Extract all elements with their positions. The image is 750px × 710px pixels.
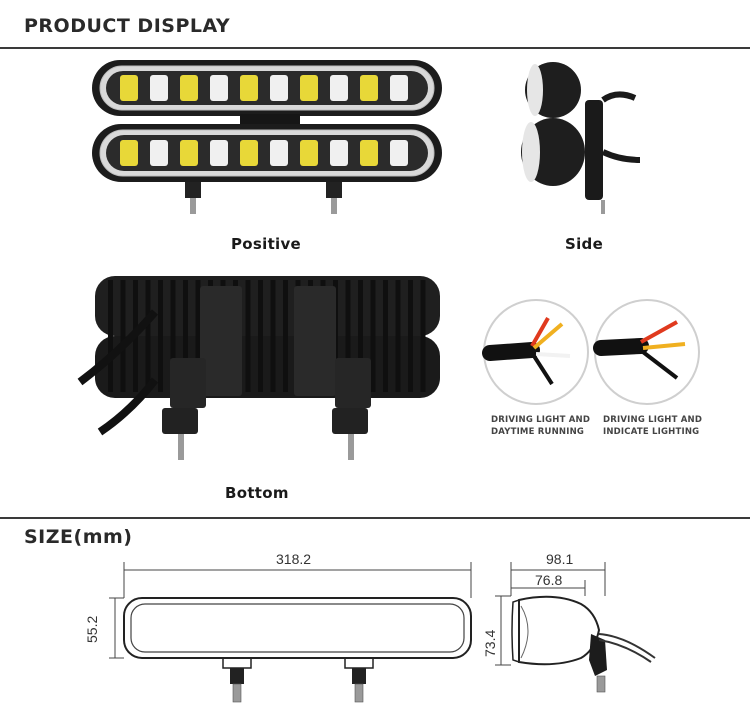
dimension-length: 318.2	[276, 551, 312, 567]
heat-sink-fin	[370, 280, 376, 392]
dimension-height: 55.2	[84, 615, 100, 643]
heat-sink-fin	[145, 280, 151, 392]
led-segment	[360, 140, 378, 166]
light-bar-bottom	[92, 124, 442, 182]
heat-sink-fin	[108, 280, 113, 392]
heat-sink-fin	[245, 280, 251, 392]
wiring-caption-daytime-running: DRIVING LIGHT AND DAYTIME RUNNING	[491, 414, 590, 438]
wiring-caption-line2: DAYTIME RUNNING	[491, 427, 585, 437]
wiring-caption-indicate-lighting: DRIVING LIGHT AND INDICATE LIGHTING	[603, 414, 702, 438]
front-dimension-drawing	[109, 562, 472, 703]
side-dimension-drawing	[495, 562, 656, 693]
led-segment	[270, 75, 288, 101]
section-divider	[0, 47, 750, 49]
caption-positive: Positive	[231, 235, 302, 253]
led-segment	[270, 140, 288, 166]
wiring-image-daytime-running	[482, 299, 589, 405]
caption-side: Side	[565, 235, 604, 253]
led-segment	[150, 75, 168, 101]
bottom-view-image	[77, 276, 440, 460]
heat-sink-fin	[358, 280, 363, 392]
led-segment	[360, 75, 378, 101]
dimension-depth-body: 76.8	[535, 572, 563, 588]
led-segment	[120, 140, 138, 166]
dimension-depth-total: 98.1	[546, 551, 574, 567]
size-divider	[0, 517, 750, 519]
led-segment	[120, 75, 138, 101]
wiring-image-indicate-lighting	[593, 299, 700, 405]
led-segment	[330, 140, 348, 166]
heat-sink-fin	[270, 280, 276, 392]
led-segment	[180, 140, 198, 166]
led-segment	[210, 75, 228, 101]
heat-sink-fin	[408, 280, 413, 392]
heat-sink-fin	[158, 280, 163, 392]
led-segment	[180, 75, 198, 101]
wiring-caption-line2: INDICATE LIGHTING	[603, 427, 700, 437]
led-segment	[330, 75, 348, 101]
led-segment	[150, 140, 168, 166]
led-segment	[240, 140, 258, 166]
led-segment	[240, 75, 258, 101]
heat-sink-fin	[195, 280, 201, 392]
light-bar-top	[92, 60, 442, 116]
heat-sink-fin	[170, 280, 176, 392]
positive-view-image	[92, 60, 442, 214]
led-segment	[210, 140, 228, 166]
heat-sink-fin	[383, 280, 388, 392]
caption-bottom: Bottom	[225, 484, 289, 502]
section-title-product-display: PRODUCT DISPLAY	[24, 15, 231, 37]
heat-sink-fin	[120, 280, 126, 392]
heat-sink-fin	[183, 280, 188, 392]
dimension-height-total: 73.4	[482, 629, 498, 657]
heat-sink-fin	[283, 280, 288, 392]
side-view-image	[521, 62, 641, 214]
heat-sink-fin	[345, 280, 351, 392]
led-segment	[300, 75, 318, 101]
wiring-caption-line1: DRIVING LIGHT AND	[603, 415, 703, 425]
section-title-size: SIZE(mm)	[24, 526, 133, 548]
led-segment	[390, 75, 408, 101]
led-segment	[300, 140, 318, 166]
wiring-caption-line1: DRIVING LIGHT AND	[491, 415, 591, 425]
heat-sink-fin	[258, 280, 263, 392]
heat-sink-fin	[395, 280, 401, 392]
led-segment	[390, 140, 408, 166]
heat-sink-fin	[420, 280, 426, 392]
